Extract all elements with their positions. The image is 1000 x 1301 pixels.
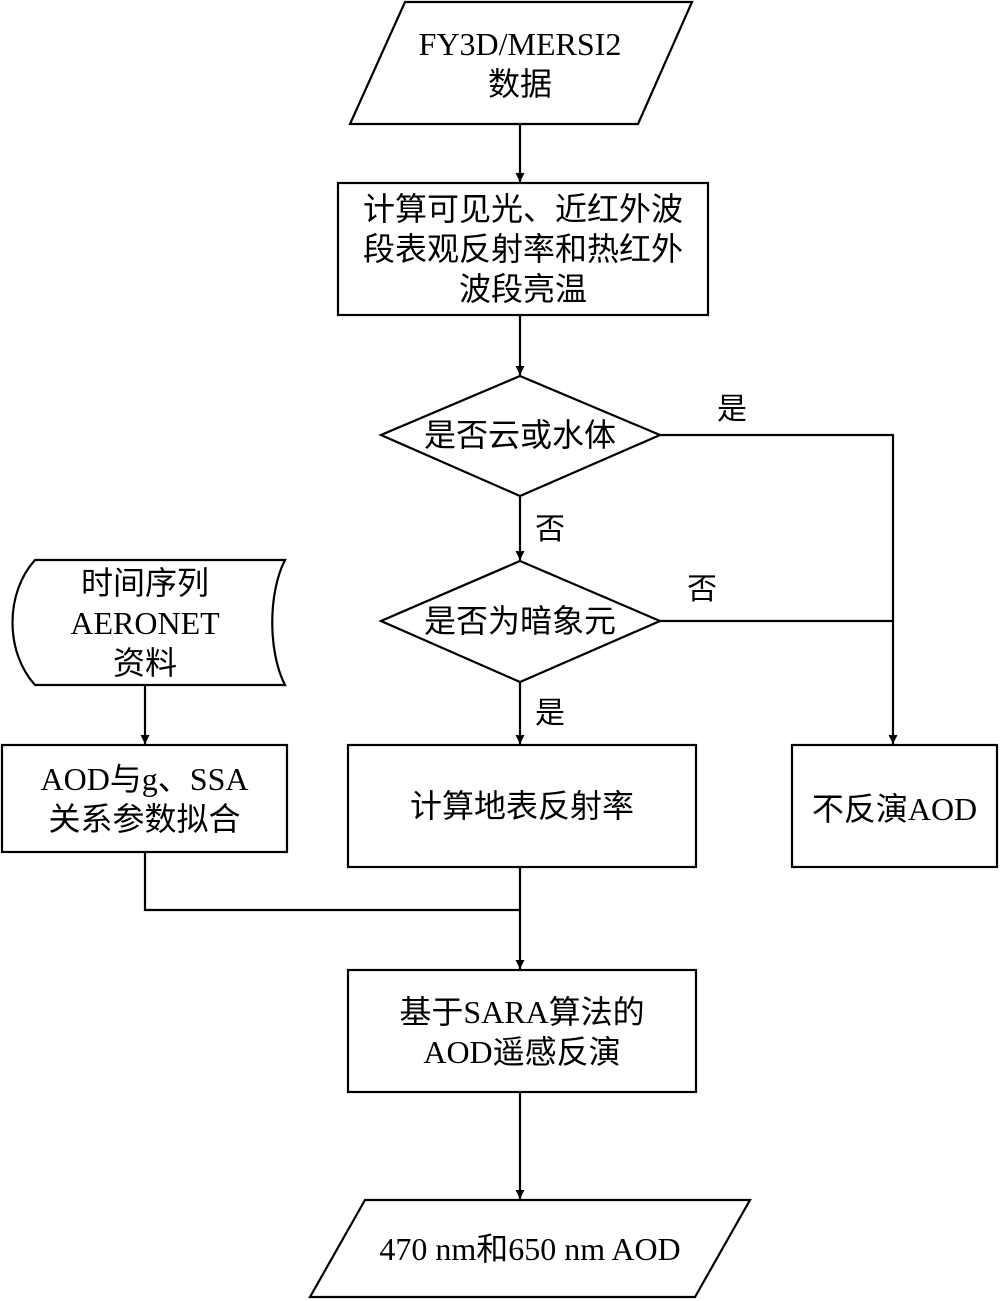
fit-label: AOD与g、SSA 关系参数拟合	[2, 750, 287, 848]
input-data-label: FY3D/MERSI2 数据	[360, 22, 680, 106]
fit-line-1: AOD与g、SSA	[40, 761, 249, 797]
output-label: 470 nm和650 nm AOD	[330, 1228, 730, 1270]
compute-toa-label: 计算可见光、近红外波 段表观反射率和热红外 波段亮温	[338, 187, 708, 311]
edge-label-cloud-no: 否	[535, 513, 565, 546]
dark-pixel-text: 是否为暗象元	[423, 603, 616, 639]
output-text: 470 nm和650 nm AOD	[379, 1231, 681, 1267]
surface-label: 计算地表反射率	[348, 785, 696, 827]
no-retrieval-box	[790, 743, 999, 869]
sara-line-2: AOD遥感反演	[423, 1034, 621, 1070]
line-cloud-yes	[660, 433, 895, 621]
aeronet-line-3: 资料	[112, 645, 177, 681]
aeronet-stored-data-shape	[11, 558, 287, 687]
aeronet-line-2: AERONET	[70, 605, 220, 641]
input-data-line-2: 数据	[487, 66, 552, 102]
aeronet-label: 时间序列 AERONET 资料	[25, 562, 265, 684]
fit-box	[0, 743, 289, 854]
sara-line-1: 基于SARA算法的	[399, 994, 645, 1030]
compute-toa-line-3: 波段亮温	[458, 271, 587, 307]
arrow-dark-no-to-no-retrieval	[660, 619, 898, 744]
edge-label-dark-yes: 是	[535, 697, 565, 730]
sara-label: 基于SARA算法的 AOD遥感反演	[348, 990, 696, 1074]
dark-pixel-label: 是否为暗象元	[400, 600, 640, 642]
aeronet-line-1: 时间序列	[80, 565, 209, 601]
compute-toa-line-1: 计算可见光、近红外波	[362, 191, 683, 227]
cloud-water-label: 是否云或水体	[400, 414, 640, 456]
fit-line-2: 关系参数拟合	[48, 801, 241, 837]
surface-box	[346, 743, 698, 869]
surface-text: 计算地表反射率	[409, 788, 634, 824]
compute-toa-line-2: 段表观反射率和热红外	[362, 231, 683, 267]
input-data-parallelogram	[348, 0, 694, 126]
no-retrieval-label: 不反演AOD	[792, 788, 997, 830]
sara-box	[346, 968, 698, 1094]
output-parallelogram	[308, 1198, 752, 1299]
no-retrieval-text: 不反演AOD	[811, 791, 978, 827]
edge-label-cloud-yes: 是	[717, 393, 747, 426]
edge-label-dark-no: 否	[687, 573, 717, 606]
cloud-water-text: 是否云或水体	[423, 417, 616, 453]
compute-toa-box	[336, 181, 710, 317]
input-data-line-1: FY3D/MERSI2	[418, 26, 622, 62]
line-fit-to-merge	[143, 852, 520, 912]
